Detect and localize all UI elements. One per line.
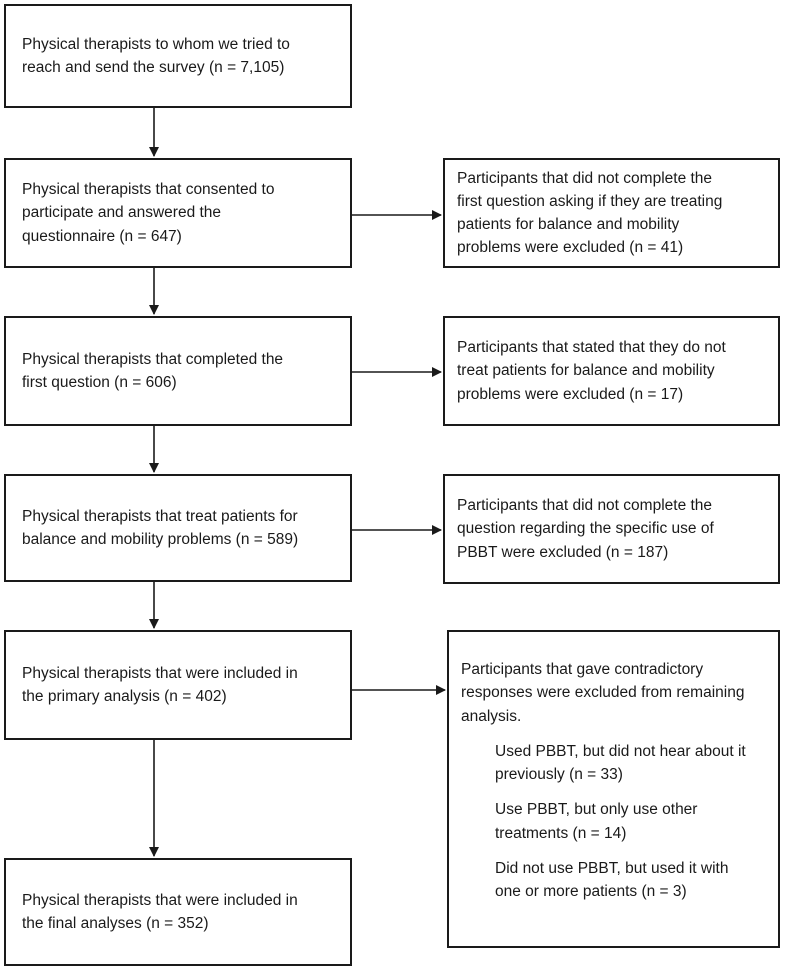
excluded-box-do-not-treat: Participants that stated that they do no…	[443, 316, 780, 426]
flow-box-final-analyses: Physical therapists that were included i…	[4, 858, 352, 966]
box-text-line: Physical therapists to whom we tried to	[22, 35, 290, 53]
box-text-line: Participants that did not complete the	[457, 497, 713, 515]
contradiction-item: Used PBBT, but did not hear about it pre…	[461, 740, 766, 787]
box-text-line: questionnaire (n = 647)	[22, 227, 182, 245]
box-text-line: previously (n = 33)	[495, 766, 623, 783]
flow-box-primary-analysis: Physical therapists that were included i…	[4, 630, 352, 740]
contradiction-item: Did not use PBBT, but used it with one o…	[461, 857, 766, 904]
flow-box-treat-patients: Physical therapists that treat patients …	[4, 474, 352, 582]
excluded-box-incomplete-first-question: Participants that did not complete the f…	[443, 158, 780, 268]
box-text-line: Physical therapists that were included i…	[22, 664, 298, 682]
flow-box-consented: Physical therapists that consented to pa…	[4, 158, 352, 268]
box-text-line: Use PBBT, but only use other	[495, 801, 698, 819]
box-text-line: the primary analysis (n = 402)	[22, 688, 227, 705]
excluded-box-contradictory: Participants that gave contradictory res…	[447, 630, 780, 948]
box-text-line: balance and mobility problems (n = 589)	[22, 531, 299, 548]
contradiction-item: Use PBBT, but only use other treatments …	[461, 798, 766, 845]
excluded-box-incomplete-pbbt-question: Participants that did not complete the q…	[443, 474, 780, 584]
box-text-line: Physical therapists that completed the	[22, 350, 284, 368]
box-text-line: Participants that stated that they do no…	[457, 339, 726, 357]
flow-box-surveyed: Physical therapists to whom we tried to …	[4, 4, 352, 108]
box-text-line: treat patients for balance and mobility	[457, 362, 715, 380]
box-text-line: participate and answered the	[22, 204, 222, 222]
box-text-line: reach and send the survey (n = 7,105)	[22, 59, 285, 76]
box-text-line: problems were excluded (n = 41)	[457, 239, 684, 257]
box-text-line: problems were excluded (n = 17)	[457, 385, 684, 403]
box-text-line: analysis.	[461, 707, 522, 725]
box-text-line: patients for balance and mobility	[457, 216, 680, 233]
box-text-line: Physical therapists that treat patients …	[22, 507, 298, 525]
flow-box-completed-first: Physical therapists that completed the f…	[4, 316, 352, 426]
box-text-line: Physical therapists that consented to	[22, 181, 275, 199]
box-text-line: Physical therapists that were included i…	[22, 891, 298, 909]
box-text-line: Participants that did not complete the	[457, 169, 713, 187]
box-text-line: PBBT were excluded (n = 187)	[457, 543, 669, 561]
box-text-line: responses were excluded from remaining	[461, 684, 745, 702]
box-text-line: first question asking if they are treati…	[457, 192, 723, 210]
box-text-line: the final analyses (n = 352)	[22, 915, 209, 932]
box-text-line: Participants that gave contradictory	[461, 661, 704, 678]
box-text-line: Did not use PBBT, but used it with	[495, 859, 729, 877]
box-text-line: question regarding the specific use of	[457, 520, 714, 538]
box-text-line: one or more patients (n = 3)	[495, 883, 687, 900]
box-text-line: first question (n = 606)	[22, 374, 177, 391]
box-text-line: Used PBBT, but did not hear about it	[495, 742, 746, 760]
box-text-line: treatments (n = 14)	[495, 824, 627, 842]
